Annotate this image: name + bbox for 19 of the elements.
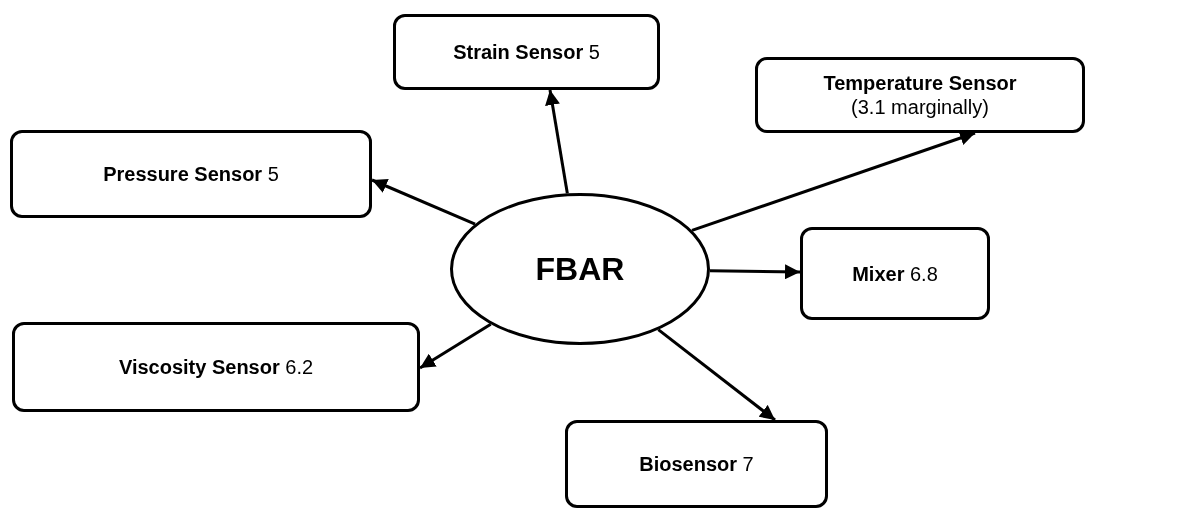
arrow [545, 89, 569, 194]
node-label: Mixer 6.8 [852, 261, 938, 286]
sensor-box [565, 420, 828, 508]
sensor-box [393, 14, 660, 90]
arrow [709, 264, 801, 280]
sensor-box [10, 130, 372, 218]
sensor-box [755, 57, 1085, 133]
node-label: Pressure Sensor 5 [103, 162, 279, 186]
node-label: Strain Sensor 5 [453, 40, 600, 64]
node-label: FBAR [535, 249, 625, 289]
node-label: Temperature Sensor [823, 71, 1017, 95]
sensor-box [12, 322, 420, 412]
node-label: Biosensor 7 [639, 452, 754, 476]
sensor-box [800, 227, 990, 320]
arrow [419, 322, 492, 370]
node-note: (3.1 marginally) [851, 95, 989, 119]
arrow [371, 178, 476, 226]
arrow [657, 328, 776, 422]
node-label: Viscosity Sensor 6.2 [118, 355, 314, 379]
